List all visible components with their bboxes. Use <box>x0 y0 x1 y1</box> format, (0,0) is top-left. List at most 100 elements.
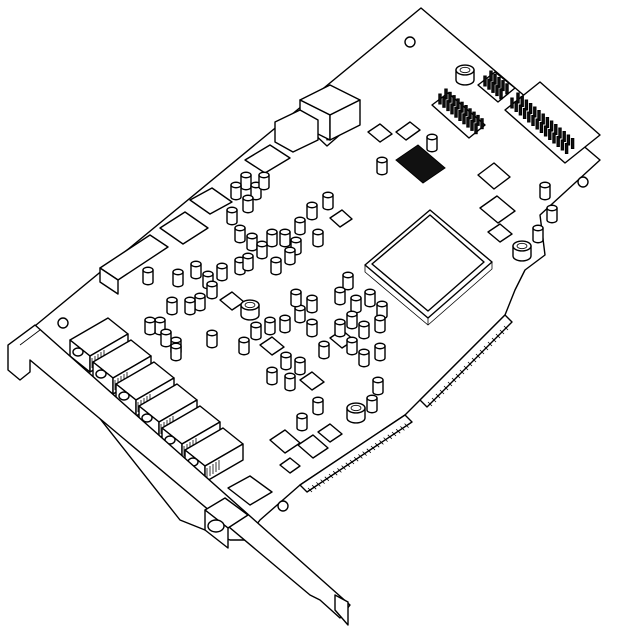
header-pin <box>448 91 452 103</box>
capacitor <box>306 201 318 221</box>
header-pin <box>528 103 533 114</box>
header-pin <box>520 96 524 107</box>
header-pin <box>470 119 474 131</box>
header-pin <box>505 83 509 95</box>
capacitor <box>190 260 202 280</box>
capacitor <box>266 228 278 248</box>
capacitor <box>160 328 172 348</box>
mounting-hole <box>404 36 416 48</box>
edge-finger <box>471 357 477 363</box>
edge-finger <box>307 487 313 493</box>
header-pin <box>510 97 514 109</box>
edge-finger <box>404 423 409 428</box>
header-pin <box>518 104 523 116</box>
capacitor <box>226 206 238 226</box>
header-pin <box>497 76 501 88</box>
pci-edge-connector <box>299 314 513 493</box>
header-pin <box>541 113 545 125</box>
header-pin <box>527 111 531 123</box>
pin-header-top-right <box>504 81 601 164</box>
edge-finger <box>328 473 334 479</box>
capacitor <box>294 216 306 236</box>
edge-finger <box>311 484 317 490</box>
header-pin <box>522 108 527 119</box>
edge-finger <box>443 385 449 391</box>
header-pin <box>489 70 493 82</box>
header-pin <box>539 122 544 133</box>
capacitor <box>346 310 358 330</box>
edge-finger <box>349 459 355 465</box>
pin-header-left <box>431 88 486 139</box>
edge-finger <box>353 456 359 462</box>
edge-finger <box>316 482 321 487</box>
header-pin <box>444 88 448 100</box>
edge-finger <box>499 329 505 335</box>
capacitor <box>250 321 262 341</box>
capacitor <box>166 296 178 316</box>
header-pin <box>491 81 495 93</box>
capacitor <box>279 314 291 334</box>
header-pin <box>554 124 558 135</box>
header-pin <box>501 80 505 92</box>
edge-finger <box>495 333 501 339</box>
capacitor <box>240 171 252 191</box>
header-pin <box>462 113 466 125</box>
header-pin <box>524 99 529 111</box>
edge-finger <box>435 393 441 399</box>
edge-finger <box>324 476 330 482</box>
header-pin <box>476 114 480 126</box>
header-pin <box>495 85 499 97</box>
capacitor <box>242 194 254 214</box>
capacitor <box>294 356 306 376</box>
capacitor <box>306 318 318 338</box>
header-pin <box>446 100 450 112</box>
header-pin <box>570 138 575 149</box>
capacitor <box>426 133 438 153</box>
header-pin <box>535 118 539 130</box>
capacitor <box>234 224 246 244</box>
capacitors <box>142 64 558 432</box>
capacitor <box>376 156 388 176</box>
edge-finger <box>358 454 363 459</box>
capacitor <box>184 296 196 316</box>
capacitor <box>258 171 270 191</box>
capacitor <box>318 340 330 360</box>
capacitor <box>194 292 206 312</box>
capacitor <box>334 318 346 338</box>
header-pin <box>474 123 478 135</box>
internal-connectors <box>99 144 291 295</box>
edge-finger <box>427 401 433 407</box>
edge-finger <box>400 426 405 431</box>
capacitor <box>144 316 156 336</box>
capacitor <box>334 286 346 306</box>
header-pin <box>516 92 520 104</box>
edge-finger <box>431 397 437 403</box>
main-processor-chip <box>364 209 493 326</box>
capacitor <box>350 294 362 314</box>
header-pin <box>514 101 518 112</box>
header-pin <box>480 118 484 130</box>
capacitor <box>546 204 558 224</box>
header-pin <box>558 127 562 139</box>
capacitor <box>342 271 354 291</box>
mounting-hole <box>577 176 589 188</box>
edge-finger <box>483 345 489 351</box>
capacitor <box>264 316 276 336</box>
capacitor <box>256 240 268 260</box>
capacitor <box>366 394 378 414</box>
edge-finger <box>451 377 457 383</box>
header-pin <box>543 125 548 137</box>
edge-finger <box>503 325 509 331</box>
header-pin <box>548 129 552 140</box>
jack-hole <box>141 413 153 423</box>
edge-finger <box>447 381 453 387</box>
capacitor <box>364 288 376 308</box>
edge-finger <box>391 431 397 437</box>
edge-finger <box>459 369 465 375</box>
header-pin <box>468 108 472 120</box>
capacitor <box>539 181 551 201</box>
edge-finger <box>341 465 346 470</box>
capacitor <box>358 348 370 368</box>
mounting-hole <box>277 500 289 512</box>
header-pin <box>549 120 554 132</box>
